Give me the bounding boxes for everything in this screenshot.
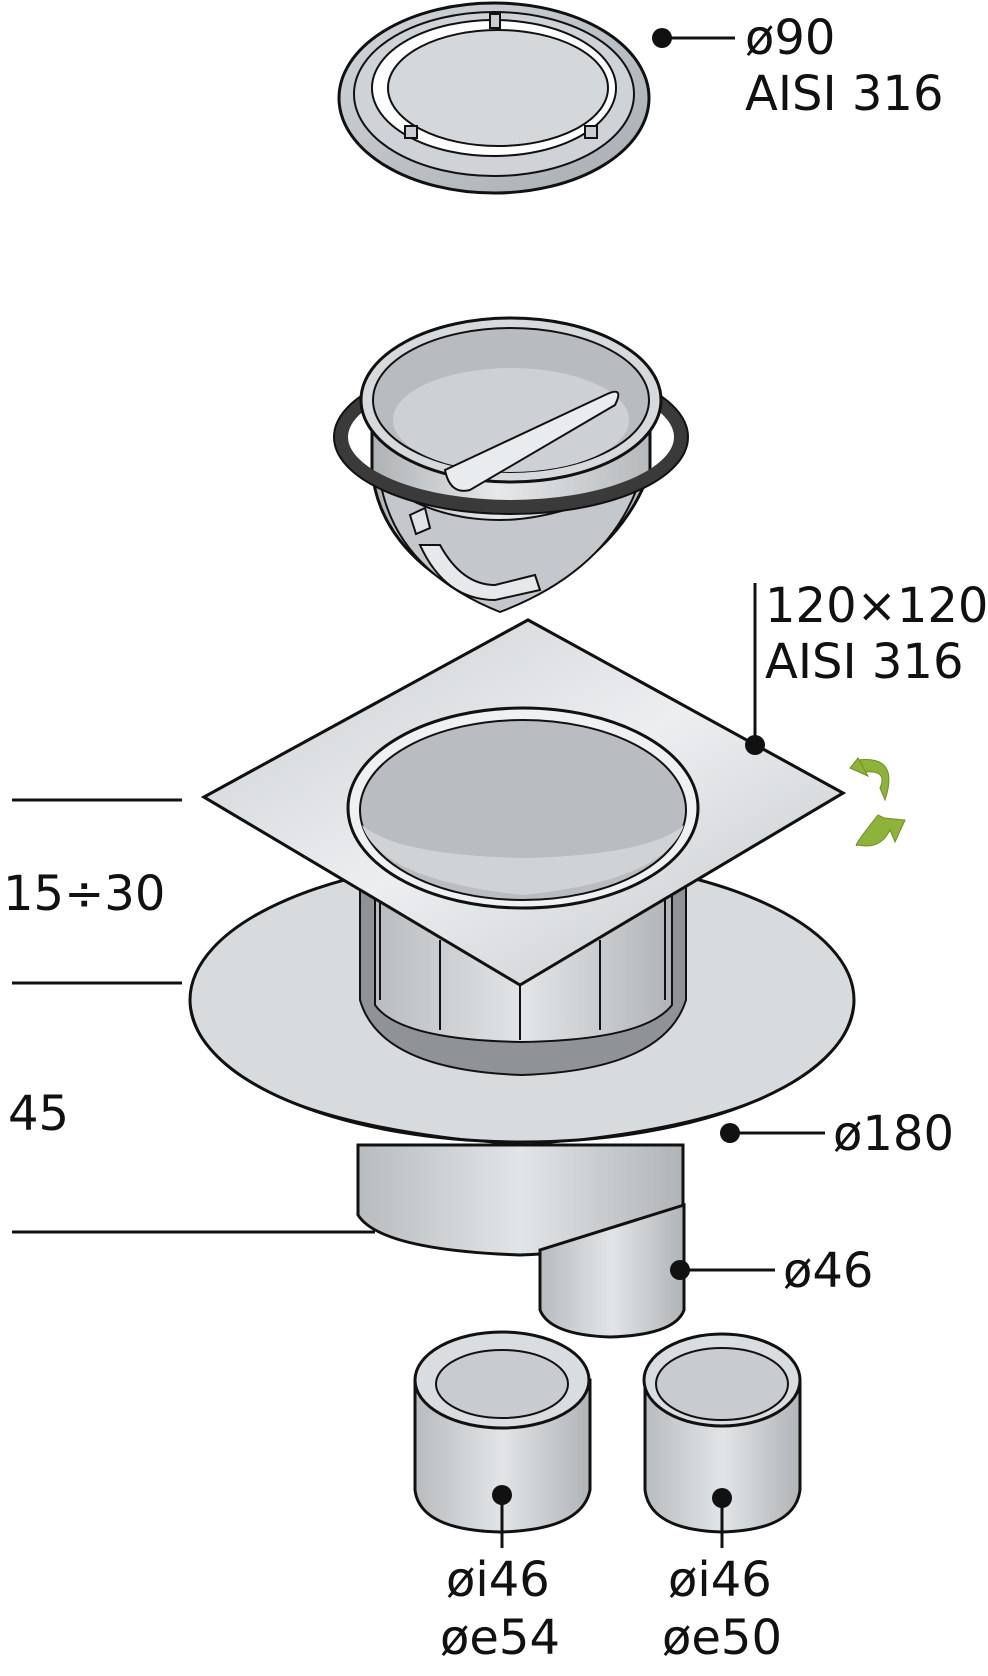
outlet-callout: ø46: [670, 1243, 873, 1299]
frame-plate-top: [200, 618, 847, 987]
grate-callout: ø90 AISI 316: [652, 10, 944, 122]
rotate-arrows-icon: [849, 757, 906, 847]
flange-diameter-label: ø180: [833, 1106, 954, 1162]
adapter-b: [642, 1332, 802, 1534]
adjust-range-label: 15÷30: [3, 866, 165, 922]
height-dimensions: 15÷30 45: [3, 798, 375, 1234]
odour-trap: [333, 316, 689, 614]
flange-callout: ø180: [720, 1106, 954, 1162]
body-height-label: 45: [8, 1086, 69, 1142]
frame-material-label: AISI 316: [765, 634, 964, 690]
adapter-b-inner-label: øi46: [668, 1552, 772, 1608]
grate-diameter-label: ø90: [745, 10, 835, 66]
frame-size-label: 120×120: [765, 578, 988, 634]
grate: [337, 1, 651, 195]
adapter-b-outer-label: øe50: [662, 1610, 782, 1666]
adapter-a-outer-label: øe54: [440, 1610, 560, 1666]
adapter-a-inner-label: øi46: [446, 1552, 550, 1608]
outlet-pipe: [538, 1202, 686, 1339]
grate-material-label: AISI 316: [745, 66, 944, 122]
frame-callout: 120×120 AISI 316: [745, 578, 988, 755]
adapter-a-callout: øi46 øe54: [440, 1485, 560, 1666]
adapter-b-callout: øi46 øe50: [662, 1488, 782, 1666]
adapter-a: [413, 1330, 592, 1534]
outlet-diameter-label: ø46: [783, 1243, 873, 1299]
